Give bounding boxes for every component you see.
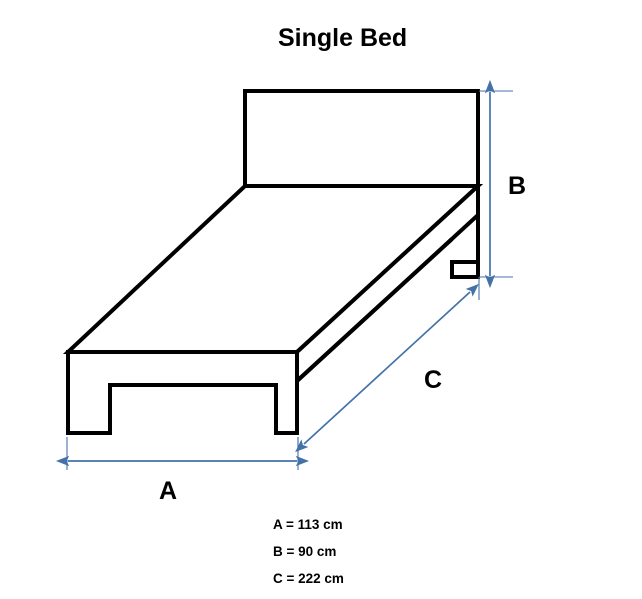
front-right-leg <box>274 385 297 435</box>
rear-leg <box>450 260 480 279</box>
headboard <box>243 89 480 188</box>
dimension-c-label: C <box>424 366 442 394</box>
dimension-b-label: B <box>508 172 526 200</box>
dimension-a-label: A <box>159 477 177 505</box>
dimension-c-arrow <box>295 283 479 453</box>
dimension-legend: A = 113 cm B = 90 cm C = 222 cm <box>273 517 344 586</box>
front-left-leg <box>68 385 112 435</box>
bed-drawing <box>62 89 484 435</box>
page-title: Single Bed <box>278 24 407 52</box>
legend-item-b: B = 90 cm <box>273 544 336 559</box>
legend-item-c: C = 222 cm <box>273 571 344 586</box>
footboard <box>66 350 299 435</box>
dimension-a-group: A <box>55 437 310 505</box>
dimension-c-group: C <box>295 277 480 453</box>
legend-item-a: A = 113 cm <box>273 517 343 532</box>
dimension-b-group: B <box>479 79 526 289</box>
